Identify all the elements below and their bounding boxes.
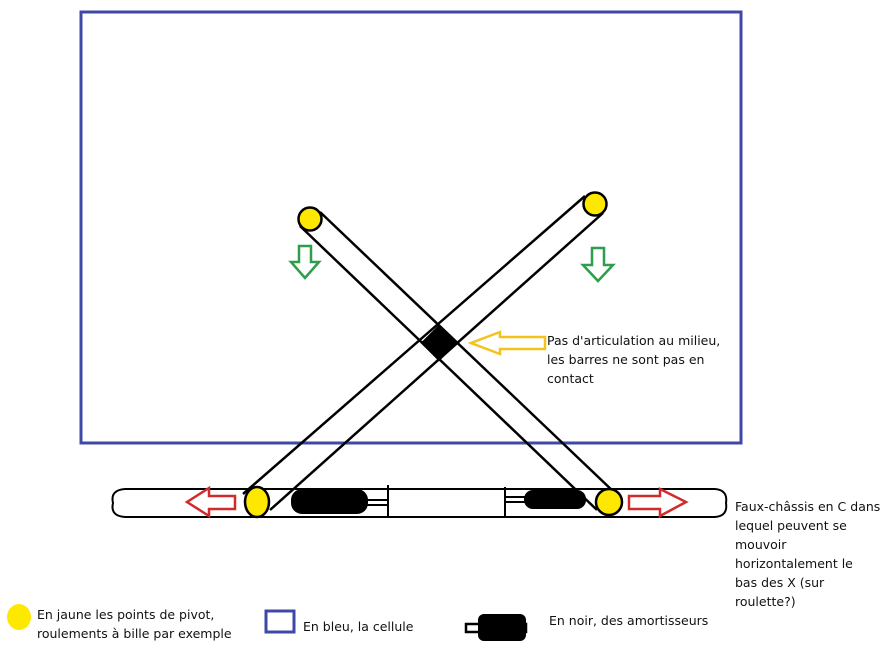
scissor-bar-1: [299, 211, 616, 511]
chassis-note-line: Faux-châssis en C dans: [735, 499, 881, 514]
pivot-top-right: [582, 191, 608, 217]
damper-right: [505, 490, 586, 509]
legend-damper-icon: [464, 614, 528, 641]
center-note-line: les barres ne sont pas en: [547, 352, 705, 367]
center-note: Pas d'articulation au milieu, les barres…: [547, 331, 720, 388]
legend-cell-icon: [264, 609, 296, 634]
legend-pivot-label: En jaune les points de pivot, roulements…: [37, 605, 232, 643]
chassis-note-line: horizontalement le: [735, 556, 853, 571]
legend-cell-label: En bleu, la cellule: [303, 619, 414, 634]
center-crossing-block: [420, 324, 458, 362]
pivot-top-left: [297, 206, 323, 232]
chassis-note-line: lequel peuvent se: [735, 518, 847, 533]
scissor-bar-2: [242, 195, 604, 511]
center-arrow-icon: [467, 330, 547, 356]
chassis-note-line: mouvoir: [735, 537, 787, 552]
center-note-line: contact: [547, 371, 594, 386]
move-left-arrow-icon: [184, 485, 237, 519]
chassis-note-line: bas des X (sur: [735, 575, 825, 590]
load-arrow-right-icon: [580, 246, 616, 283]
legend-pivot-line: roulements à bille par exemple: [37, 626, 232, 641]
pivot-bottom-left: [243, 485, 271, 519]
chassis-note-line: roulette?): [735, 594, 796, 609]
center-note-line: Pas d'articulation au milieu,: [547, 333, 721, 348]
damper-left: [291, 489, 388, 514]
load-arrow-left-icon: [288, 244, 322, 280]
chassis-note: Faux-châssis en C dans lequel peuvent se…: [735, 497, 880, 611]
cell-rectangle: [79, 10, 743, 445]
legend-damper-label: En noir, des amortisseurs: [549, 613, 709, 628]
pivot-bottom-right: [594, 487, 624, 517]
move-right-arrow-icon: [627, 486, 689, 519]
legend-pivot-line: En jaune les points de pivot,: [37, 607, 215, 622]
legend-pivot-icon: [7, 604, 31, 630]
